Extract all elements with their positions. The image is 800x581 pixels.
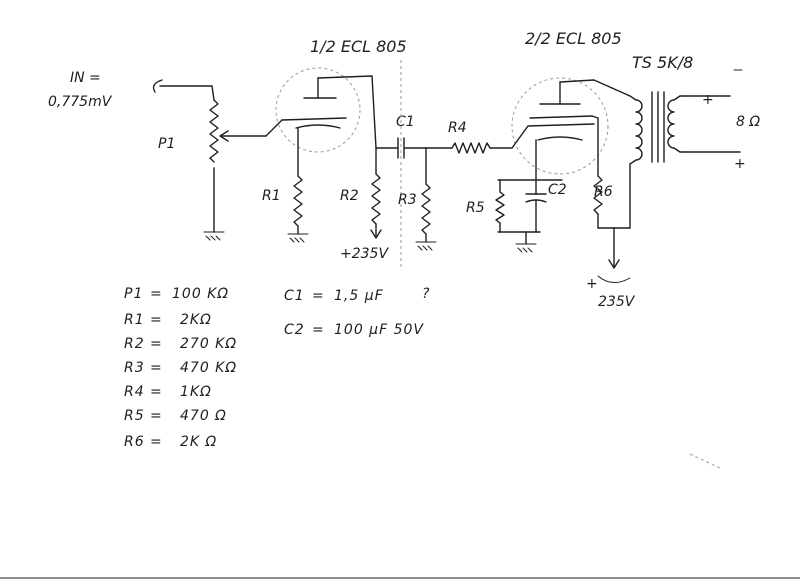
cap-value: 100 μF 50V xyxy=(334,322,424,338)
cap-id: C1 xyxy=(284,288,305,304)
part-value: 100 KΩ xyxy=(172,286,229,302)
r5-resistor-symbol xyxy=(495,191,505,224)
ground-icon xyxy=(515,243,537,253)
speaker-plus-mark: + xyxy=(734,156,746,172)
equals-sign: = xyxy=(150,286,163,302)
capacitor-list: C1 = 1,5 μF ? C2 = 100 μF 50V xyxy=(284,286,430,338)
ground-icon xyxy=(287,233,309,243)
r6-label: R6 xyxy=(594,184,613,200)
supply2-label: 235V xyxy=(598,294,636,310)
transformer-primary xyxy=(629,95,643,165)
input-jack-symbol xyxy=(152,79,163,93)
r6-resistor-symbol xyxy=(593,175,603,215)
equals-sign: = xyxy=(150,336,163,352)
tube1-plate-wire xyxy=(317,75,377,149)
r4-resistor-symbol xyxy=(451,142,491,154)
question-mark: ? xyxy=(422,286,430,302)
tube1-cathode xyxy=(295,124,341,129)
tube2-grid-control xyxy=(527,123,595,127)
tube2-grid-screen xyxy=(529,115,593,119)
supply-arrow-icon xyxy=(608,259,620,269)
part-id: R1 xyxy=(124,312,145,328)
input-level: 0,775mV xyxy=(48,94,113,110)
p1-wiper-arrow-icon xyxy=(219,130,229,142)
tube2-screen-wire xyxy=(591,115,599,177)
r1-label: R1 xyxy=(262,188,281,204)
paper-mark xyxy=(689,453,721,469)
speaker-ground-mark: + xyxy=(702,92,714,108)
tube2-grid-lead xyxy=(511,125,529,149)
r2-label: R2 xyxy=(340,188,359,204)
transformer-label: TS 5K/8 xyxy=(632,53,693,72)
part-id: R2 xyxy=(124,336,145,352)
scribble-mark xyxy=(597,275,631,283)
tube2-envelope xyxy=(511,77,609,175)
tube2-plate-wire xyxy=(559,79,631,97)
tube2-label: 2/2 ECL 805 xyxy=(525,29,622,48)
cap-id: C2 xyxy=(284,322,305,338)
c1-label: C1 xyxy=(396,114,415,130)
part-id: R6 xyxy=(124,434,145,450)
supply2-plus: + xyxy=(586,276,598,292)
input-label: IN = xyxy=(70,70,101,86)
cap-value: 1,5 μF xyxy=(334,288,384,304)
ground-icon xyxy=(415,241,437,251)
equals-sign: = xyxy=(150,312,163,328)
part-value: 1KΩ xyxy=(180,384,212,400)
equals-sign: = xyxy=(150,384,163,400)
ground-icon xyxy=(203,231,225,241)
speaker-impedance-label: 8 Ω xyxy=(736,114,760,130)
tube2-cathode xyxy=(537,136,583,141)
part-id: R3 xyxy=(124,360,145,376)
tube1-grid-lead xyxy=(265,119,283,137)
r4-label: R4 xyxy=(448,120,467,136)
p1-resistor-symbol xyxy=(209,99,219,163)
p1-label: P1 xyxy=(158,136,175,152)
c2-label: C2 xyxy=(548,182,567,198)
equals-sign: = xyxy=(150,434,163,450)
tube1-label: 1/2 ECL 805 xyxy=(310,37,407,56)
tube1-grid xyxy=(281,117,347,121)
part-value: 470 Ω xyxy=(180,408,227,424)
equals-sign: = xyxy=(312,322,325,338)
supply1-label: +235V xyxy=(340,246,389,262)
part-value: 2KΩ xyxy=(180,312,212,328)
r3-resistor-symbol xyxy=(421,183,431,235)
r3-label: R3 xyxy=(398,192,417,208)
tube1-envelope xyxy=(275,67,361,153)
part-value: 270 KΩ xyxy=(180,336,237,352)
r2-resistor-symbol xyxy=(371,173,381,225)
parts-list: P1 = 100 KΩ R1 = 2KΩ R2 = 270 KΩ R3 = 47… xyxy=(124,286,237,450)
r1-resistor-symbol xyxy=(293,175,303,227)
supply-arrow-icon xyxy=(370,229,382,239)
part-id: R4 xyxy=(124,384,145,400)
part-id: R5 xyxy=(124,408,145,424)
r5-label: R5 xyxy=(466,200,485,216)
part-id: P1 xyxy=(124,286,143,302)
equals-sign: = xyxy=(312,288,325,304)
equals-sign: = xyxy=(150,408,163,424)
input-wire xyxy=(159,85,215,101)
part-value: 470 KΩ xyxy=(180,360,237,376)
equals-sign: = xyxy=(150,360,163,376)
transformer-secondary xyxy=(667,95,681,153)
part-value: 2K Ω xyxy=(180,434,217,450)
